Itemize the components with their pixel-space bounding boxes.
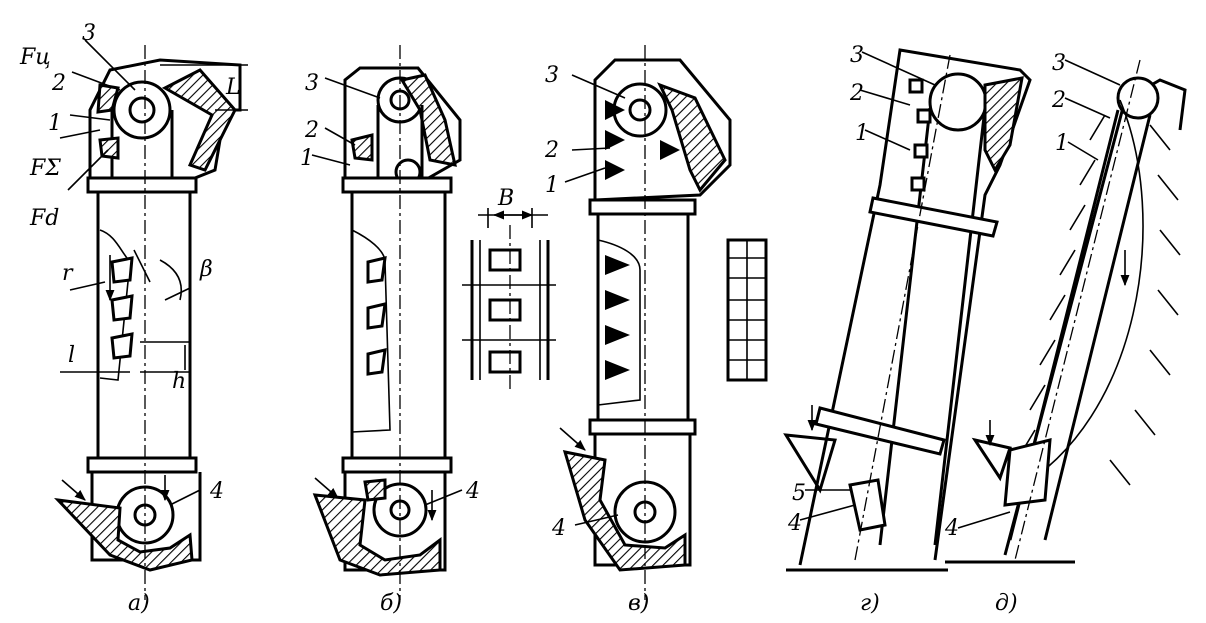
panel-b	[311, 45, 463, 600]
caption-v: в)	[628, 591, 649, 616]
label-a-3: 3	[82, 21, 96, 46]
label-g-5: 5	[792, 481, 806, 506]
label-a-r: r	[62, 261, 74, 286]
label-v-2: 2	[544, 138, 559, 163]
label-a-fsum: FΣ	[29, 156, 61, 181]
label-b-2: 2	[304, 118, 319, 143]
label-v-1: 1	[545, 173, 559, 198]
label-a-l: l	[68, 343, 75, 368]
label-b-3: 3	[305, 71, 319, 96]
label-b-1: 1	[300, 146, 314, 171]
label-a-L: L	[225, 75, 241, 100]
label-d-2: 2	[1051, 88, 1066, 113]
label-a-4: 4	[209, 479, 224, 504]
caption-a: а)	[128, 591, 150, 616]
label-d-1: 1	[1055, 131, 1069, 156]
label-a-beta: β	[199, 257, 213, 282]
label-g-1: 1	[855, 121, 869, 146]
caption-g: г)	[860, 591, 880, 616]
label-v-3: 3	[545, 63, 559, 88]
panel-a	[54, 39, 248, 600]
chain-detail	[462, 208, 556, 390]
label-d-3: 3	[1052, 51, 1066, 76]
label-chain-B: B	[497, 186, 514, 211]
caption-b: б)	[380, 591, 402, 616]
label-d-4: 4	[944, 516, 959, 541]
label-a-fd: Fd	[29, 206, 59, 231]
label-g-2: 2	[849, 81, 864, 106]
caption-d: д)	[995, 591, 1018, 616]
panel-g	[783, 48, 1032, 572]
label-a-fc: Fц	[19, 45, 51, 70]
label-a-2: 2	[51, 71, 66, 96]
label-b-4: 4	[465, 479, 480, 504]
panel-d	[945, 59, 1187, 564]
label-a-h: h	[172, 369, 186, 394]
label-g-4: 4	[787, 511, 802, 536]
labels: 3 Fц 2 1 FΣ Fd r β l h L 4 а) 3 2 1 4 б)…	[19, 21, 1069, 616]
label-g-3: 3	[850, 43, 864, 68]
panel-v	[559, 45, 768, 600]
label-a-1: 1	[48, 111, 62, 136]
label-v-4: 4	[551, 516, 566, 541]
